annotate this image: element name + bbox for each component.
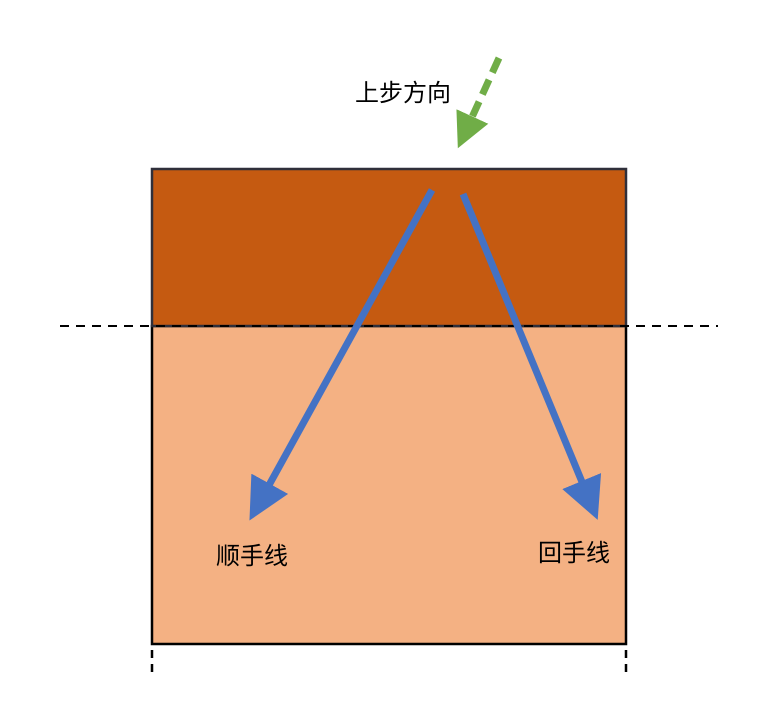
forward-line-arrow: [249, 188, 436, 521]
forward-line-label: 顺手线: [216, 542, 288, 570]
upper-region: [150, 167, 628, 328]
reverse-line-arrow: [459, 192, 602, 520]
previous-direction-label: 上步方向: [355, 79, 451, 107]
lower-region: [150, 324, 628, 646]
previous-direction-arrow: [456, 56, 503, 149]
reverse-line-label: 回手线: [538, 539, 610, 567]
